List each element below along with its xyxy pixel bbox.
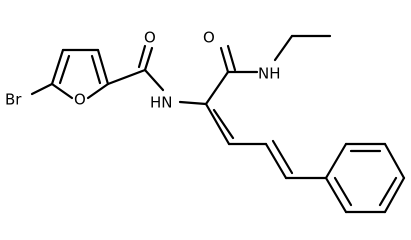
phenyl-ring [324, 142, 406, 214]
bond-o-c5 [50, 82, 74, 100]
bond-ph-inner-b [378, 176, 398, 207]
bond-c3-c2 [96, 48, 110, 86]
bond-carbonyl2-o-double [226, 44, 237, 72]
bond-carbonyl1-o [143, 46, 154, 72]
bond-c3-c2-inner [90, 54, 102, 85]
furan-ring [50, 48, 110, 100]
molecule-diagram: Br O O HN O NH [5, 29, 406, 214]
bond-c-gamma-c-delta [264, 142, 288, 180]
structure-drawing: Br O O HN O NH [5, 29, 406, 214]
bond-ph-3-4 [383, 142, 406, 180]
bond-carbonyl2-o [219, 46, 230, 74]
atom-amide2-o-label: O [203, 29, 215, 47]
bond-c5-br [30, 82, 54, 96]
bond-furan-carbonyl [106, 68, 147, 86]
bond-c-alpha-c-beta-double [212, 108, 235, 140]
atom-amide2-nh-label: NH [258, 65, 281, 83]
bond-ph-1-2 [324, 142, 348, 180]
bond-ph-inner-c [333, 176, 353, 207]
bond-n-c-alpha [178, 100, 208, 106]
bond-c-alpha-c-beta [204, 102, 231, 146]
atom-amide1-o-label: O [144, 29, 156, 47]
bond-ph-4-5 [383, 176, 406, 214]
bond-c5-c4-inner [58, 54, 71, 85]
atom-furan-o-label: O [74, 91, 86, 109]
bond-c-alpha-carbonyl2 [204, 70, 230, 106]
bond-c-gamma-c-delta-double [271, 139, 294, 175]
atom-amide1-nh-label: HN [150, 94, 173, 112]
bond-c5-c4 [50, 48, 65, 86]
bond-carbonyl1-o-double [137, 44, 147, 69]
bond-n-ch2 [273, 34, 294, 62]
bond-ph-6-1 [324, 176, 348, 214]
bond-carbonyl1-n [143, 68, 165, 92]
atom-br-label: Br [5, 91, 22, 109]
bond-c2-o [86, 82, 110, 100]
